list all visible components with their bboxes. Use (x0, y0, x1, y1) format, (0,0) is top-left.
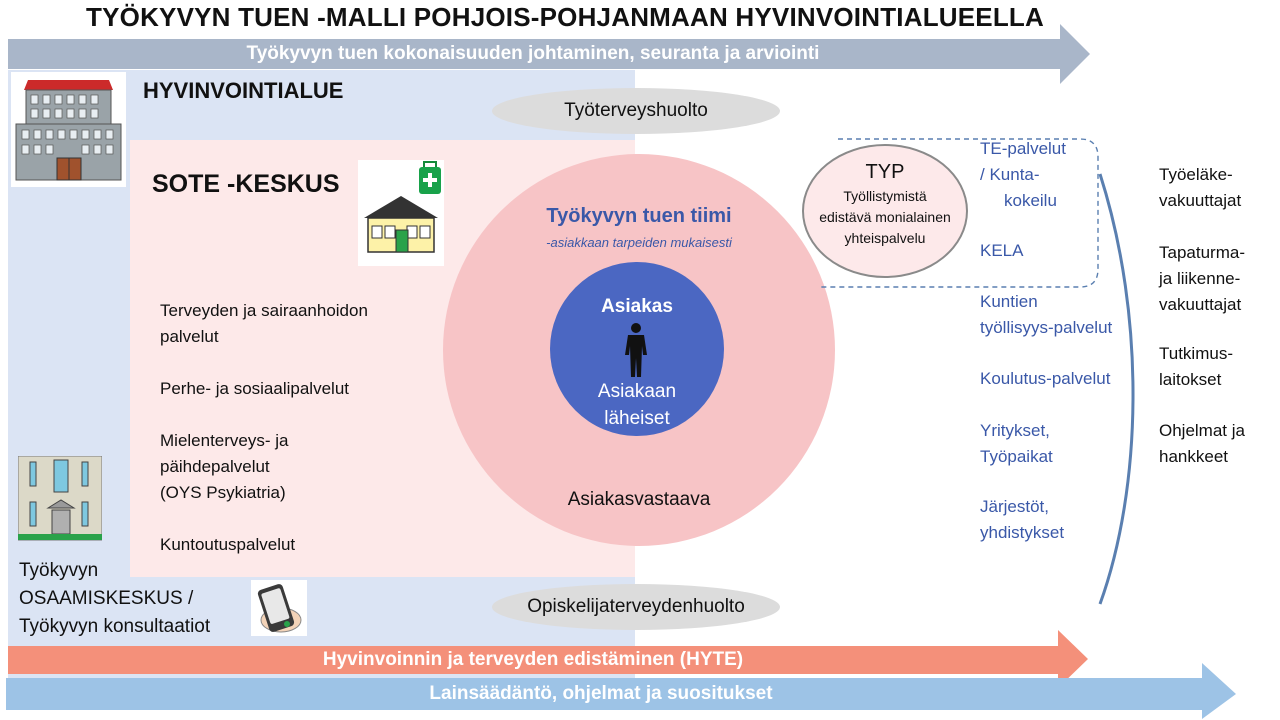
partner-companies-line-2: Työpaikat (980, 447, 1053, 466)
management-arrow-label: Työkyvyn tuen kokonaisuuden johtaminen, … (246, 43, 820, 64)
external-pension: Työeläke- vakuuttajat (1159, 162, 1241, 214)
occupational-health-ellipse: Työterveyshuolto (492, 88, 780, 134)
partner-education: Koulutus-palvelut (980, 369, 1111, 388)
typ-title: TYP (865, 161, 905, 183)
client-label: Asiakas (601, 296, 673, 317)
typ-line-2: edistävä monialainen (819, 209, 951, 225)
competence-line-3: Työkyvyn konsultaatiot (19, 616, 211, 637)
partner-te-line-2: / Kunta- (980, 165, 1040, 184)
student-health-ellipse: Opiskelijaterveydenhuolto (492, 584, 780, 630)
external-insurance: Tapaturma- ja liikenne- vakuuttajat (1159, 240, 1245, 318)
team-title: Työkyvyn tuen tiimi (546, 205, 732, 227)
external-bracket (1098, 173, 1135, 605)
hospital-building-icon (11, 72, 126, 187)
external-programs: Ohjelmat ja hankkeet (1159, 418, 1245, 470)
partner-organizations: Järjestöt, yhdistykset (980, 494, 1064, 546)
external-insurance-line-1: Tapaturma- (1159, 243, 1245, 262)
service-family-social: Perhe- ja sosiaalipalvelut (160, 379, 349, 398)
house-icon (358, 160, 444, 266)
phone-in-hand-icon (251, 580, 307, 636)
team-subtitle: -asiakkaan tarpeiden mukaisesti (546, 235, 732, 250)
external-pension-line-2: vakuuttajat (1159, 191, 1242, 210)
external-insurance-line-2: ja liikenne- (1159, 269, 1241, 288)
service-health-care-2: palvelut (160, 327, 219, 346)
external-research-line-2: laitokset (1159, 370, 1222, 389)
external-research-line-1: Tutkimus- (1159, 344, 1233, 363)
typ-partner-dashed-box (820, 138, 1099, 288)
external-research: Tutkimus- laitokset (1159, 341, 1233, 393)
client-close-ones: Asiakaan läheiset (550, 378, 724, 432)
legislation-arrow-label: Lainsäädäntö, ohjelmat ja suositukset (429, 683, 773, 704)
partner-municipal: Kuntien työllisyys-palvelut (980, 289, 1112, 341)
partner-companies-line-1: Yritykset, (980, 421, 1050, 440)
service-mental-health-3: (OYS Psykiatria) (160, 483, 286, 502)
partner-kela: KELA (980, 241, 1024, 260)
service-mental-health-1: Mielenterveys- ja (160, 431, 289, 450)
client-close-line-2: läheiset (604, 408, 670, 429)
partner-te-line-3: kokeilu (1004, 191, 1057, 210)
legislation-arrow (6, 663, 1236, 719)
student-health-label: Opiskelijaterveydenhuolto (527, 596, 745, 617)
occupational-health-label: Työterveyshuolto (564, 100, 708, 121)
partner-municipal-line-2: työllisyys-palvelut (980, 318, 1113, 337)
client-close-line-1: Asiakaan (597, 381, 677, 402)
competence-line-2: OSAAMISKESKUS / (19, 588, 194, 609)
first-aid-kit-icon (419, 161, 441, 194)
partner-organizations-line-2: yhdistykset (980, 523, 1065, 542)
external-insurance-line-3: vakuuttajat (1159, 295, 1242, 314)
hyte-arrow (8, 630, 1088, 688)
partner-te: TE-palvelut / Kunta- kokeilu (980, 136, 1066, 214)
competence-line-1: Työkyvyn (19, 560, 99, 581)
region-label: HYVINVOINTIALUE (143, 78, 344, 103)
external-programs-line-1: Ohjelmat ja (1159, 421, 1245, 440)
management-arrow (8, 24, 1090, 84)
external-pension-line-1: Työeläke- (1159, 165, 1233, 184)
person-silhouette-icon (625, 323, 647, 377)
sote-label: SOTE -KESKUS (152, 170, 340, 198)
case-manager-label: Asiakasvastaava (567, 489, 711, 510)
hyte-arrow-label: Hyvinvoinnin ja terveyden edistäminen (H… (322, 649, 744, 670)
competence-center-label: Työkyvyn OSAAMISKESKUS / Työkyvyn konsul… (19, 557, 210, 641)
typ-description: Työllistymistä edistävä monialainen yhte… (804, 186, 966, 249)
typ-line-3: yhteispalvelu (844, 230, 926, 246)
partner-municipal-line-1: Kuntien (980, 292, 1038, 311)
external-programs-line-2: hankkeet (1159, 447, 1228, 466)
office-building-icon (17, 455, 103, 542)
sote-services-list: Terveyden ja sairaanhoidon palvelut Perh… (160, 298, 420, 558)
partner-companies: Yritykset, Työpaikat (980, 418, 1053, 470)
partner-te-line-1: TE-palvelut (980, 139, 1066, 158)
service-health-care-1: Terveyden ja sairaanhoidon (160, 301, 368, 320)
partner-organizations-line-1: Järjestöt, (980, 497, 1049, 516)
page-title: TYÖKYVYN TUEN -MALLI POHJOIS-POHJANMAAN … (86, 2, 1044, 32)
typ-circle: TYP Työllistymistä edistävä monialainen … (802, 144, 968, 278)
service-mental-health-2: päihdepalvelut (160, 457, 270, 476)
typ-line-1: Työllistymistä (843, 188, 927, 204)
service-rehabilitation: Kuntoutuspalvelut (160, 535, 296, 554)
